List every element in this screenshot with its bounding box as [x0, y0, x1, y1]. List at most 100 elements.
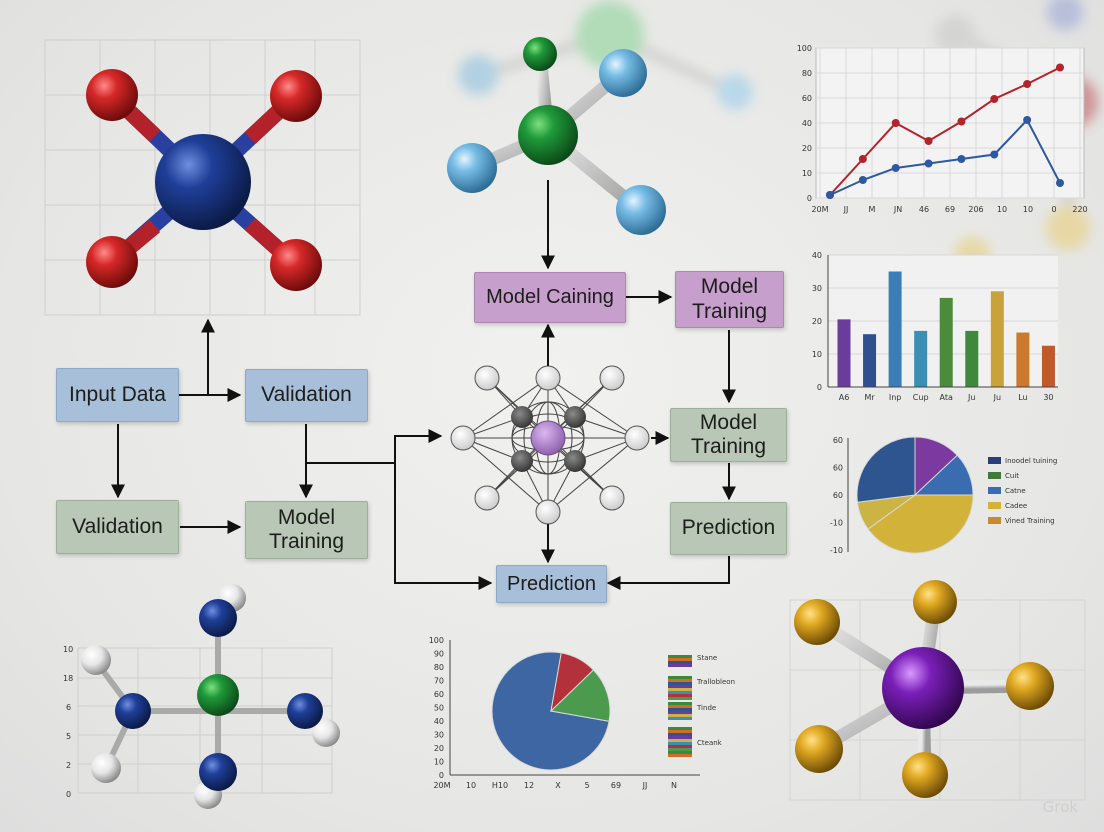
pie-bottom-y-tick-label: 30 [434, 731, 444, 740]
molecule-bl [81, 584, 340, 809]
pie-bottom-legend-stripe [668, 751, 692, 754]
line-chart-x-tick-label: 206 [968, 205, 983, 214]
pie-right-legend-label: Cuit [1005, 472, 1019, 480]
pie-bottom-x-tick-label: H10 [492, 781, 508, 790]
molecule-tl [86, 69, 322, 291]
line-chart-series-2-point [858, 176, 867, 184]
line-chart-y-tick-label: 80 [802, 69, 812, 78]
line-chart-x-tick-label: 46 [919, 205, 929, 214]
input-data-node: Input Data [56, 368, 179, 422]
pie-bottom-legend-stripe [668, 754, 692, 757]
pie-bottom-legend-label: Cteank [697, 739, 723, 747]
pie-bottom-y-tick-label: 0 [439, 771, 444, 780]
pie-bottom-legend-stripe [668, 688, 692, 691]
pie-bottom-y-tick-label: 20 [434, 744, 444, 753]
watermark: Grok [1042, 798, 1078, 816]
pie-bottom-legend-stripe [668, 730, 692, 733]
svg-text:2: 2 [66, 761, 71, 770]
pie-bottom-x-tick-label: JJ [642, 781, 648, 790]
pie-bottom-slice-3 [549, 669, 611, 722]
molecule-br [794, 580, 1054, 798]
bar-chart-x-tick-label: Ata [940, 393, 953, 402]
pie-bottom-legend-stripe [668, 685, 692, 688]
pie-bottom-legend-stripe [668, 661, 692, 664]
line-chart-series-2-point [1056, 179, 1064, 187]
pie-bottom-x-tick-label: 20M [433, 781, 450, 790]
pie-right-y-tick-label: -10 [830, 519, 843, 528]
line-chart-x-tick-label: JJ [843, 205, 849, 214]
line-chart-series-1-point [1056, 63, 1064, 72]
line-chart-x-tick-label: 69 [945, 205, 955, 214]
pie-bottom-legend-stripe [668, 717, 692, 720]
bar-1 [837, 319, 851, 387]
prediction-node-center: Prediction [496, 565, 607, 603]
line-chart-series-2-point [891, 164, 900, 172]
bar-chart-x-tick-label: Lu [1018, 393, 1027, 402]
pie-bottom-legend-stripe [668, 705, 692, 708]
pie-bottom-x-tick-label: 12 [524, 781, 534, 790]
line-chart-y-tick-label: 60 [802, 94, 812, 103]
line-chart-y-tick-label: 20 [802, 144, 812, 153]
pie-right-legend-label: Vined Training [1005, 517, 1055, 525]
network-diagram [450, 365, 650, 525]
line-chart-series-1-point [1023, 80, 1032, 88]
line-chart-x-tick-label: 0 [1051, 205, 1056, 214]
line-chart-series-2-point [957, 155, 966, 163]
pie-bottom-y-tick-label: 80 [434, 663, 444, 672]
bar-7 [990, 291, 1004, 387]
pie-bottom-legend-label: Trallobleon [696, 678, 735, 686]
line-chart-y-tick-label: 10 [802, 169, 812, 178]
line-chart-x-tick-label: 10 [1023, 205, 1033, 214]
flow-arrows [111, 180, 736, 590]
pie-right-y-tick-label: 60 [833, 491, 843, 500]
svg-text:0: 0 [66, 790, 71, 799]
bar-chart-y-tick-label: 40 [812, 251, 822, 260]
pie-right-legend-swatch [988, 472, 1001, 479]
line-chart-x-tick-label: 220 [1072, 205, 1087, 214]
line-chart-series-1-point [924, 137, 933, 145]
model-training-node-mid: Model Training [670, 408, 787, 462]
pie-bottom-y-tick-label: 10 [434, 758, 444, 767]
pie-bottom-y-tick-label: 50 [434, 704, 444, 713]
line-chart-series-1-line [829, 66, 1061, 196]
bar-chart-x-tick-label: Ju [967, 393, 975, 402]
validation-node-left: Validation [56, 500, 179, 554]
bar-chart-bars [837, 271, 1055, 387]
bar-chart-y-tick-label: 30 [812, 284, 822, 293]
line-chart-x-tick-label: M [869, 205, 876, 214]
bar-chart-y-tick-label: 20 [812, 317, 822, 326]
pie-right-legend-swatch [988, 457, 1001, 464]
line-chart-x-tick-label: 20M [811, 205, 828, 214]
pie-bottom-legend-stripe [668, 664, 692, 667]
pie-right-legend-swatch [988, 517, 1001, 524]
pie-bottom-legend-stripe [668, 745, 692, 748]
line-chart-series [826, 63, 1064, 199]
model-training-node-top: Model Training [675, 271, 784, 328]
line-chart-y-tick-label: 100 [797, 44, 812, 53]
pie-right-legend-label: Cadee [1005, 502, 1027, 510]
line-chart-series-2-point [826, 191, 834, 199]
line-chart-series-1-point [891, 119, 900, 127]
pie-bottom-legend-stripe [668, 655, 692, 658]
line-chart-series-2-point [990, 150, 999, 159]
bar-2 [863, 334, 877, 387]
pie-bottom-legend-stripe [668, 708, 692, 711]
molecule-top-center [447, 37, 666, 235]
line-chart-series-1-point [990, 95, 999, 103]
line-chart-x-tick-label: 10 [997, 205, 1007, 214]
bar-4 [914, 330, 928, 387]
line-chart-y-tick-label: 0 [807, 194, 812, 203]
bar-chart-x-tick-label: A6 [839, 393, 850, 402]
validation-node-top: Validation [245, 369, 368, 422]
pie-right-slice-3 [867, 494, 974, 554]
pie-bottom-legend-stripe [668, 736, 692, 739]
bar-chart-x-tick-label: 30 [1043, 393, 1053, 402]
pie-right-y-tick-label: 60 [833, 464, 843, 473]
